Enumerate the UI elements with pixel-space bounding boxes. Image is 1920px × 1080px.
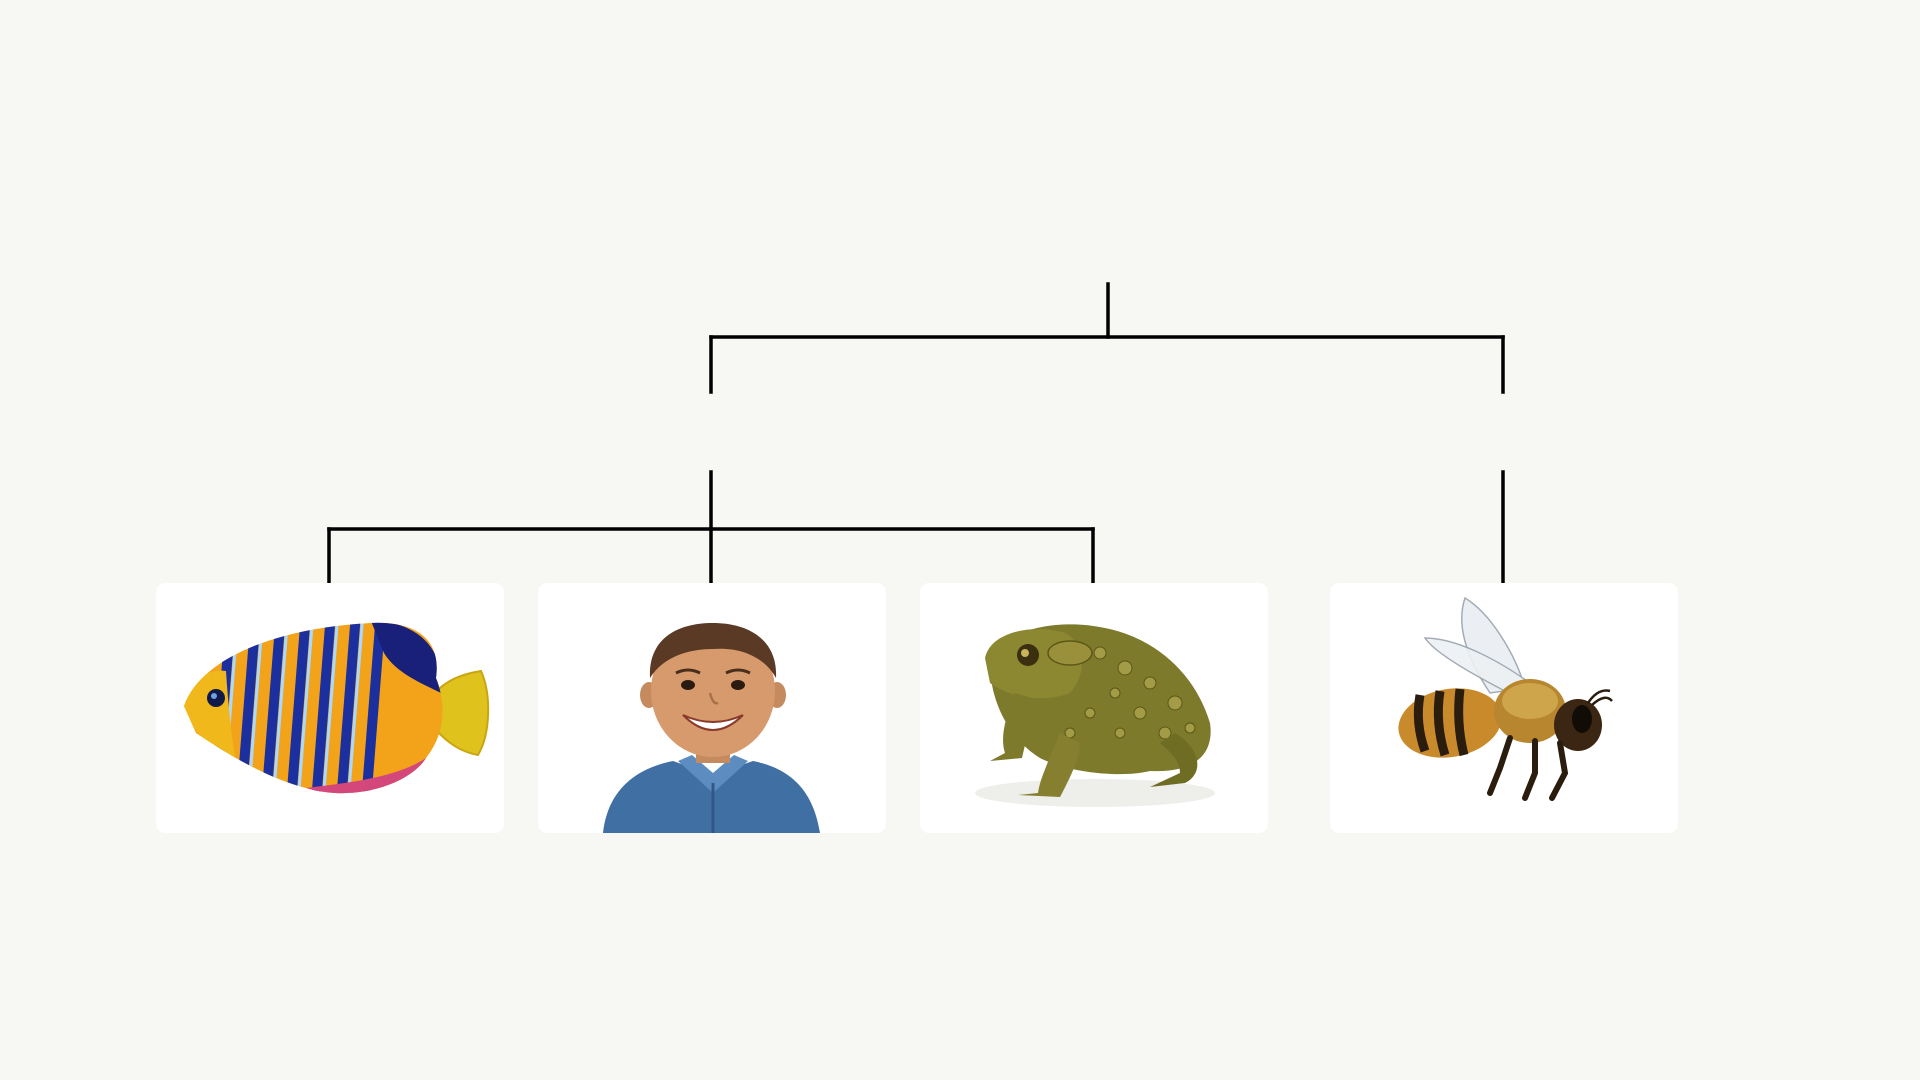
child-image xyxy=(603,623,820,833)
bee-image xyxy=(1398,596,1613,801)
bee-card xyxy=(1330,583,1678,833)
child-card xyxy=(538,583,886,833)
fish-card xyxy=(156,583,504,833)
toad-image xyxy=(975,624,1215,807)
toad-card xyxy=(920,583,1268,833)
fish-image xyxy=(184,622,490,794)
